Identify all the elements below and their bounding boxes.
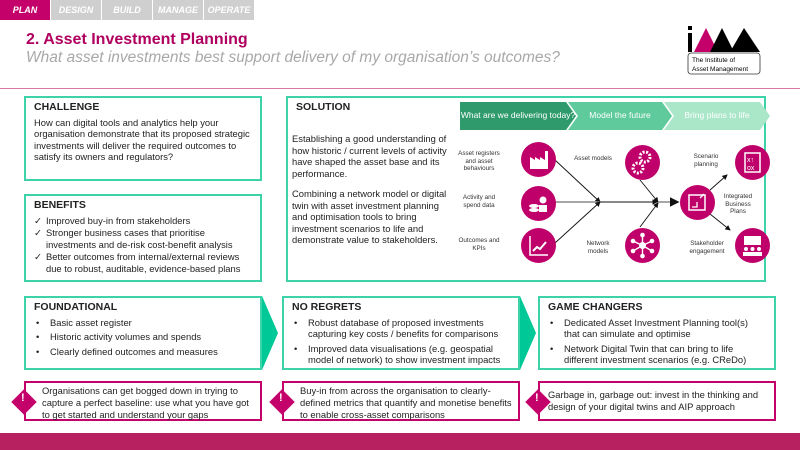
- iam-logo: The Institute of Asset Management: [686, 24, 762, 76]
- chevron-right-icon: [520, 296, 536, 370]
- game-changers-warning: ! Garbage in, garbage out: invest in the…: [525, 381, 776, 421]
- factory-icon: [521, 142, 556, 177]
- game-changers-box: GAME CHANGERS Dedicated Asset Investment…: [538, 296, 776, 370]
- model-label: Network models: [586, 240, 610, 255]
- svg-text:x↑: x↑: [747, 157, 754, 164]
- benefits-heading: BENEFITS: [34, 199, 86, 211]
- benefit-item: Better outcomes from internal/external r…: [34, 251, 252, 274]
- scenario-planning-icon: x↑ox: [735, 145, 770, 180]
- solution-heading: SOLUTION: [296, 101, 351, 113]
- logo-line1: The Institute of: [692, 57, 735, 64]
- no-regrets-item: Robust database of proposed investments …: [292, 317, 510, 340]
- warning-text: Organisations can get bogged down in try…: [42, 385, 249, 420]
- foundational-heading: FOUNDATIONAL: [34, 301, 118, 313]
- tab-design[interactable]: DESIGN: [51, 0, 101, 20]
- input-label: Activity and spend data: [462, 194, 496, 209]
- svg-text:ox: ox: [747, 165, 755, 172]
- chevron-right-icon: [262, 296, 278, 370]
- challenge-text: How can digital tools and analytics help…: [34, 116, 250, 163]
- foundational-item: Historic activity volumes and spends: [34, 331, 252, 343]
- input-label: Outcomes and KPIs: [458, 237, 500, 252]
- model-label: Asset models: [574, 155, 612, 162]
- stage-bring-to-life: Bring plans to life: [664, 102, 770, 130]
- blueprint-icon: [680, 185, 715, 220]
- game-changers-heading: GAME CHANGERS: [548, 301, 643, 313]
- stakeholder-icon: [735, 228, 770, 263]
- tab-plan[interactable]: PLAN: [0, 0, 50, 20]
- tab-build[interactable]: BUILD: [102, 0, 152, 20]
- chart-trend-icon: [521, 228, 556, 263]
- foundational-item: Basic asset register: [34, 317, 252, 329]
- game-changers-item: Network Digital Twin that can bring to l…: [548, 343, 766, 366]
- challenge-box: CHALLENGE How can digital tools and anal…: [24, 96, 262, 181]
- input-label: Asset registers and asset behaviours: [458, 150, 500, 172]
- spend-data-icon: [521, 186, 556, 221]
- challenge-heading: CHALLENGE: [34, 101, 100, 113]
- output-label: Integrated Business Plans: [723, 193, 753, 215]
- no-regrets-box: NO REGRETS Robust database of proposed i…: [282, 296, 520, 370]
- no-regrets-warning: ! Buy-in from across the organisation to…: [269, 381, 520, 421]
- benefit-item: Improved buy-in from stakeholders: [34, 215, 252, 227]
- warning-text: Buy-in from across the organisation to c…: [300, 385, 512, 420]
- foundational-warning: ! Organisations can get bogged down in t…: [11, 381, 262, 421]
- warning-text: Garbage in, garbage out: invest in the t…: [548, 389, 759, 412]
- stage-model-future: Model the future: [568, 102, 672, 130]
- page-title: 2. Asset Investment Planning: [26, 31, 248, 48]
- footer-bar: [0, 433, 800, 450]
- logo-line2: Asset Management: [692, 66, 748, 73]
- foundational-item: Clearly defined outcomes and measures: [34, 346, 252, 358]
- no-regrets-heading: NO REGRETS: [292, 301, 362, 313]
- gears-icon: [625, 145, 660, 180]
- page-subtitle: What asset investments best support deli…: [26, 49, 560, 66]
- game-changers-item: Dedicated Asset Investment Planning tool…: [548, 317, 766, 340]
- tab-manage[interactable]: MANAGE: [153, 0, 203, 20]
- output-label: Stakeholder engagement: [689, 240, 725, 255]
- no-regrets-item: Improved data visualisations (e.g. geosp…: [292, 343, 510, 366]
- header-divider: [0, 88, 800, 89]
- solution-para1: Establishing a good understanding of how…: [292, 133, 447, 179]
- tab-operate[interactable]: OPERATE: [204, 0, 254, 20]
- solution-para2: Combining a network model or digital twi…: [292, 188, 447, 245]
- network-icon: [625, 228, 660, 263]
- benefit-item: Stronger business cases that prioritise …: [34, 227, 252, 250]
- benefits-box: BENEFITS Improved buy-in from stakeholde…: [24, 194, 262, 282]
- foundational-box: FOUNDATIONAL Basic asset register Histor…: [24, 296, 262, 370]
- output-label: Scenario planning: [693, 153, 719, 168]
- stage-deliver-today: What are we delivering today?: [460, 102, 576, 130]
